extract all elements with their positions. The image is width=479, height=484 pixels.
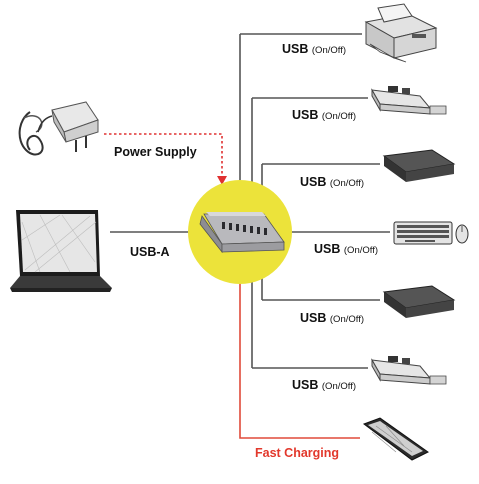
- port-suffix: (On/Off): [329, 314, 365, 325]
- power-line: [104, 133, 227, 185]
- card-reader-icon: [371, 86, 447, 115]
- external-drive-icon: [382, 285, 456, 318]
- port-name: USB: [300, 311, 327, 325]
- printer-icon: [364, 3, 438, 63]
- port-name: USB: [300, 175, 327, 189]
- port-suffix: (On/Off): [321, 111, 357, 122]
- laptop-icon: [10, 210, 112, 292]
- port-label-4: USB (On/Off): [314, 242, 378, 256]
- fast-charging-label: Fast Charging: [255, 446, 340, 460]
- keyboard-mouse-icon: [393, 221, 469, 245]
- usb-hub-icon: [199, 212, 285, 254]
- power-arrow: [217, 176, 227, 185]
- port-label-6: USB (On/Off): [292, 378, 356, 392]
- port-name: USB: [314, 242, 341, 256]
- usb-a-label: USB-A: [130, 245, 170, 259]
- port-suffix: (On/Off): [343, 245, 379, 256]
- card-reader-icon: [371, 356, 447, 385]
- port-name: USB: [282, 42, 309, 56]
- port-name: USB: [292, 108, 319, 122]
- port-label-1: USB (On/Off): [282, 42, 346, 56]
- port-label-3: USB (On/Off): [300, 175, 364, 189]
- port-suffix: (On/Off): [329, 178, 365, 189]
- external-drive-icon: [382, 149, 456, 182]
- port-label-2: USB (On/Off): [292, 108, 356, 122]
- fast-charge-line: [239, 282, 360, 439]
- power-adapter-icon: [18, 101, 99, 156]
- power-supply-label: Power Supply: [114, 145, 197, 159]
- port-name: USB: [292, 378, 319, 392]
- smartphone-icon: [362, 417, 429, 461]
- port-suffix: (On/Off): [311, 45, 347, 56]
- port-label-5: USB (On/Off): [300, 311, 364, 325]
- port-suffix: (On/Off): [321, 381, 357, 392]
